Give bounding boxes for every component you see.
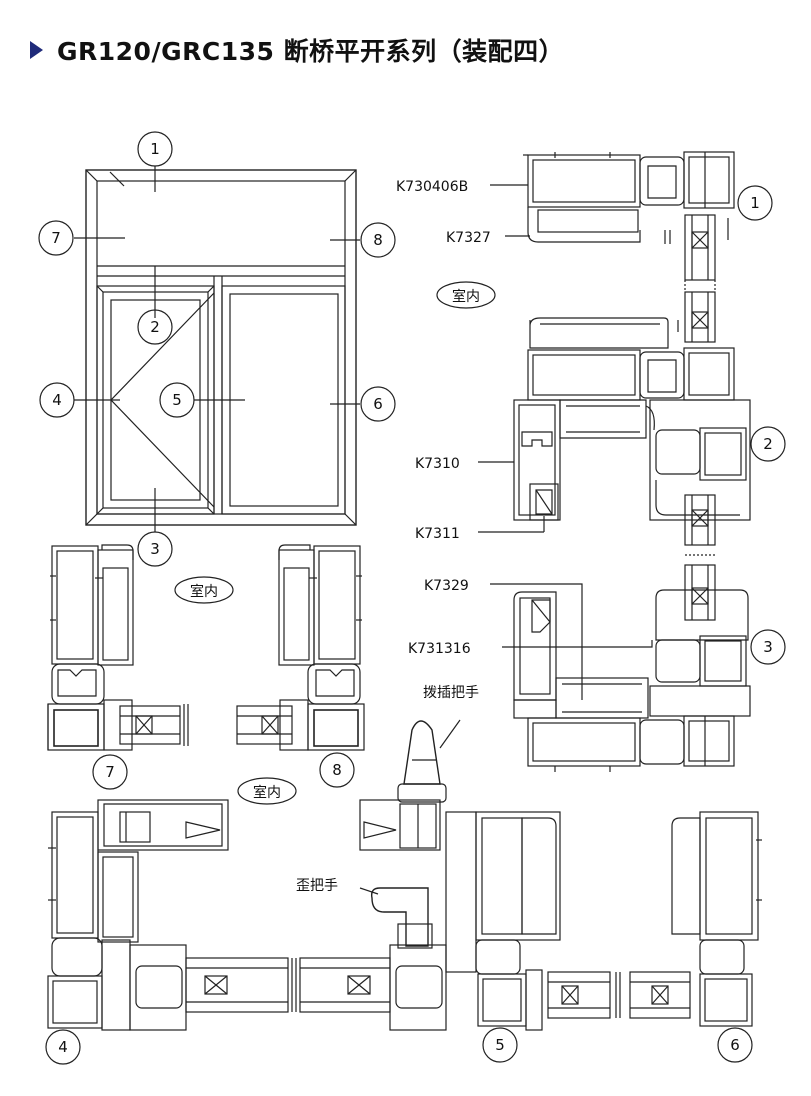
part-label-k730406b: K730406B bbox=[396, 179, 468, 195]
callout-5-section: 5 bbox=[482, 1027, 518, 1063]
window-elevation bbox=[74, 166, 360, 532]
page-title: GR120/GRC135 断桥平开系列（装配四） bbox=[57, 37, 565, 66]
callout-5-section-label: 5 bbox=[495, 1036, 505, 1054]
part-label-k7311: K7311 bbox=[415, 526, 460, 542]
callout-8-window-label: 8 bbox=[373, 231, 383, 249]
part-label-k7327: K7327 bbox=[446, 230, 491, 246]
callout-4-section: 4 bbox=[45, 1029, 81, 1065]
callout-7-section-label: 7 bbox=[105, 763, 115, 781]
interior-label-middle: 室内 bbox=[174, 576, 234, 604]
callout-3-section: 3 bbox=[750, 629, 786, 665]
callout-8-section: 8 bbox=[319, 752, 355, 788]
part-label-k731316: K731316 bbox=[408, 641, 471, 657]
section-7 bbox=[47, 544, 189, 751]
callout-1-window-label: 1 bbox=[150, 140, 160, 158]
bullet-triangle-icon bbox=[30, 41, 43, 59]
callout-2-window: 2 bbox=[137, 309, 173, 345]
callout-1-window: 1 bbox=[137, 131, 173, 167]
handle-plug-label: 拨插把手 bbox=[423, 685, 479, 701]
part-label-k7310: K7310 bbox=[415, 456, 460, 472]
callout-4-section-label: 4 bbox=[58, 1038, 68, 1056]
callout-7-section: 7 bbox=[92, 754, 128, 790]
callout-7-window-label: 7 bbox=[51, 229, 61, 247]
interior-label-right: 室内 bbox=[436, 281, 496, 309]
callout-2-window-label: 2 bbox=[150, 318, 160, 336]
interior-text-middle: 室内 bbox=[190, 583, 218, 600]
callout-5-window-label: 5 bbox=[172, 391, 182, 409]
callout-6-window: 6 bbox=[360, 386, 396, 422]
callout-1-section-label: 1 bbox=[750, 194, 760, 212]
right-section-middle bbox=[513, 317, 751, 621]
handle-plug bbox=[397, 719, 461, 803]
interior-text-bottom: 室内 bbox=[253, 784, 281, 801]
callout-5-window: 5 bbox=[159, 382, 195, 418]
handle-crank bbox=[359, 887, 433, 949]
callout-1-section: 1 bbox=[737, 185, 773, 221]
callout-6-window-label: 6 bbox=[373, 395, 383, 413]
callout-3-window-label: 3 bbox=[150, 540, 160, 558]
callout-3-section-label: 3 bbox=[763, 638, 773, 656]
page-header: GR120/GRC135 断桥平开系列（装配四） bbox=[30, 30, 564, 70]
callout-4-window: 4 bbox=[39, 382, 75, 418]
callout-3-window: 3 bbox=[137, 531, 173, 567]
callout-6-section: 6 bbox=[717, 1027, 753, 1063]
part-leaders bbox=[478, 184, 653, 700]
bottom-section bbox=[47, 799, 762, 1031]
callout-4-window-label: 4 bbox=[52, 391, 62, 409]
section-8 bbox=[236, 544, 365, 751]
interior-text-right: 室内 bbox=[452, 288, 480, 305]
part-label-k7329: K7329 bbox=[424, 578, 469, 594]
interior-label-bottom: 室内 bbox=[237, 777, 297, 805]
callout-8-section-label: 8 bbox=[332, 761, 342, 779]
callout-2-section-label: 2 bbox=[763, 435, 773, 453]
callout-8-window: 8 bbox=[360, 222, 396, 258]
callout-2-section: 2 bbox=[750, 426, 786, 462]
callout-7-window: 7 bbox=[38, 220, 74, 256]
callout-6-section-label: 6 bbox=[730, 1036, 740, 1054]
handle-crank-label: 歪把手 bbox=[296, 878, 338, 894]
right-section-bottom bbox=[513, 589, 751, 772]
right-section-top bbox=[523, 151, 735, 343]
